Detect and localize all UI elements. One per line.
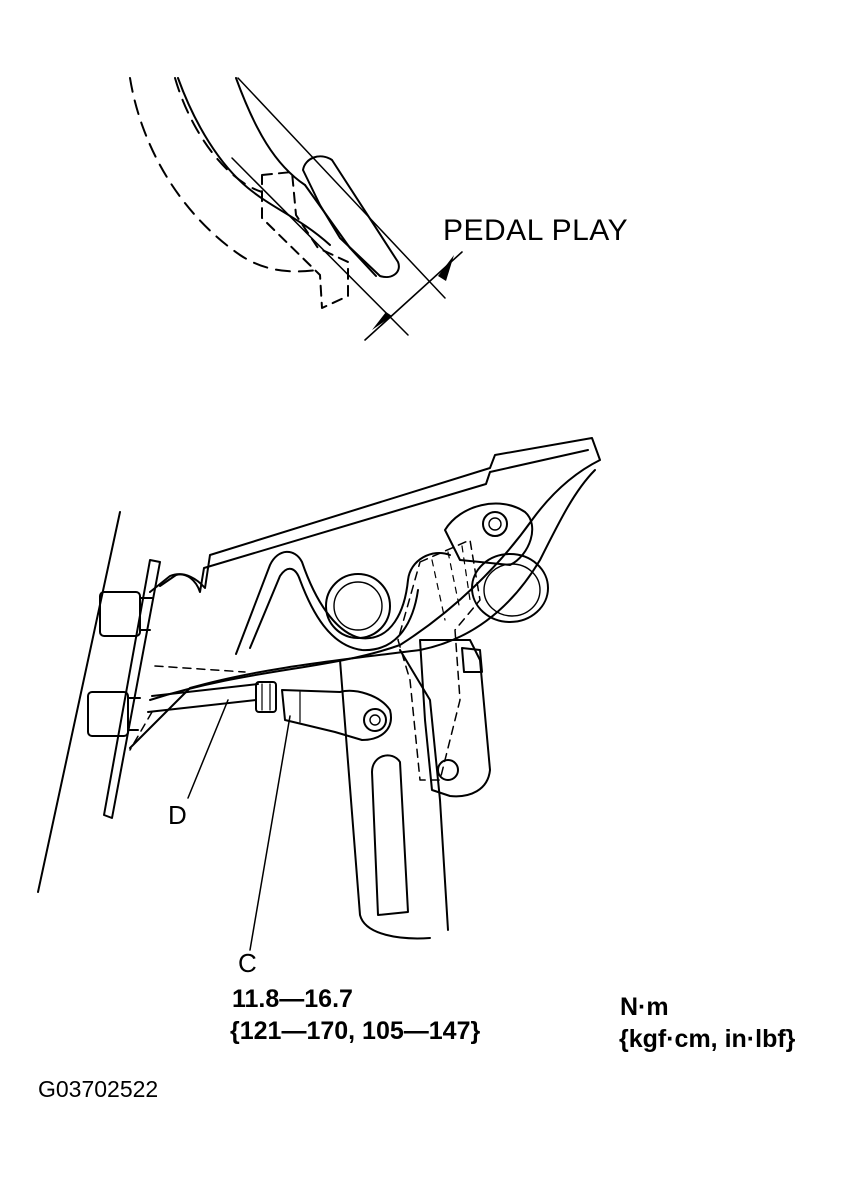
clevis-pin	[364, 709, 386, 731]
pedal-pad-solid	[303, 156, 399, 277]
pivot-hole-inner	[334, 582, 382, 630]
bracket-rib-inner	[250, 569, 418, 650]
return-spring-loop-inner	[484, 564, 540, 616]
side-plate	[420, 640, 490, 796]
pedal-pad-face	[305, 185, 376, 276]
pedal-arm-dashed-inner	[175, 78, 262, 192]
pedal-arm-solid-left	[178, 78, 330, 245]
upper-pivot-bolt-inner	[489, 518, 501, 530]
pedal-play-detail	[130, 78, 462, 340]
pedal-bracket-lower-edge	[130, 470, 595, 748]
pedal-play-label: PEDAL PLAY	[443, 214, 629, 247]
play-ref-line-upper	[238, 78, 445, 298]
pedal-lever-inner-slot	[372, 755, 408, 915]
clevis-pin-inner	[370, 715, 380, 725]
torque-alt-values: {121—170, 105—147}	[230, 1017, 481, 1045]
torque-unit-main: N·m	[620, 993, 669, 1021]
pedal-lever-right	[400, 650, 448, 930]
part-c-label: C	[238, 948, 257, 978]
clevis	[282, 690, 391, 740]
figure-id: G03702522	[38, 1076, 159, 1102]
leader-line-d	[188, 700, 228, 798]
play-arrow-upper-icon	[438, 255, 454, 281]
upper-pivot-plate	[445, 504, 532, 565]
locknut-c	[256, 682, 276, 712]
lever-dashed-hatch	[432, 546, 470, 620]
return-spring-loop	[472, 554, 548, 622]
lever-dashed-position	[398, 540, 480, 780]
torque-value: 11.8—16.7	[232, 985, 353, 1013]
part-d-label: D	[168, 800, 187, 830]
play-ref-line-lower	[232, 158, 408, 335]
pedal-bracket-upper-inner	[160, 450, 588, 592]
mounting-studs	[88, 592, 152, 736]
pushrod-d	[148, 684, 258, 712]
torque-unit-alt: {kgf·cm, in·lbf}	[619, 1025, 796, 1053]
play-arrow-lower-icon	[372, 312, 392, 330]
pedal-pad-dashed	[262, 172, 348, 308]
pedal-bracket-upper	[150, 438, 600, 700]
mount-bracket-dashed	[130, 666, 245, 750]
pedal-lever-left	[340, 660, 430, 938]
upper-pivot-bolt	[483, 512, 507, 536]
stopper-bolt	[462, 648, 482, 672]
pedal-arm-solid-right	[236, 78, 305, 185]
side-plate-hole	[438, 760, 458, 780]
pedal-arm-dashed-outline	[130, 78, 318, 271]
firewall-line-outer	[38, 512, 120, 892]
pivot-hole	[326, 574, 390, 638]
leader-line-c	[250, 716, 290, 950]
bracket-assembly	[38, 438, 600, 950]
